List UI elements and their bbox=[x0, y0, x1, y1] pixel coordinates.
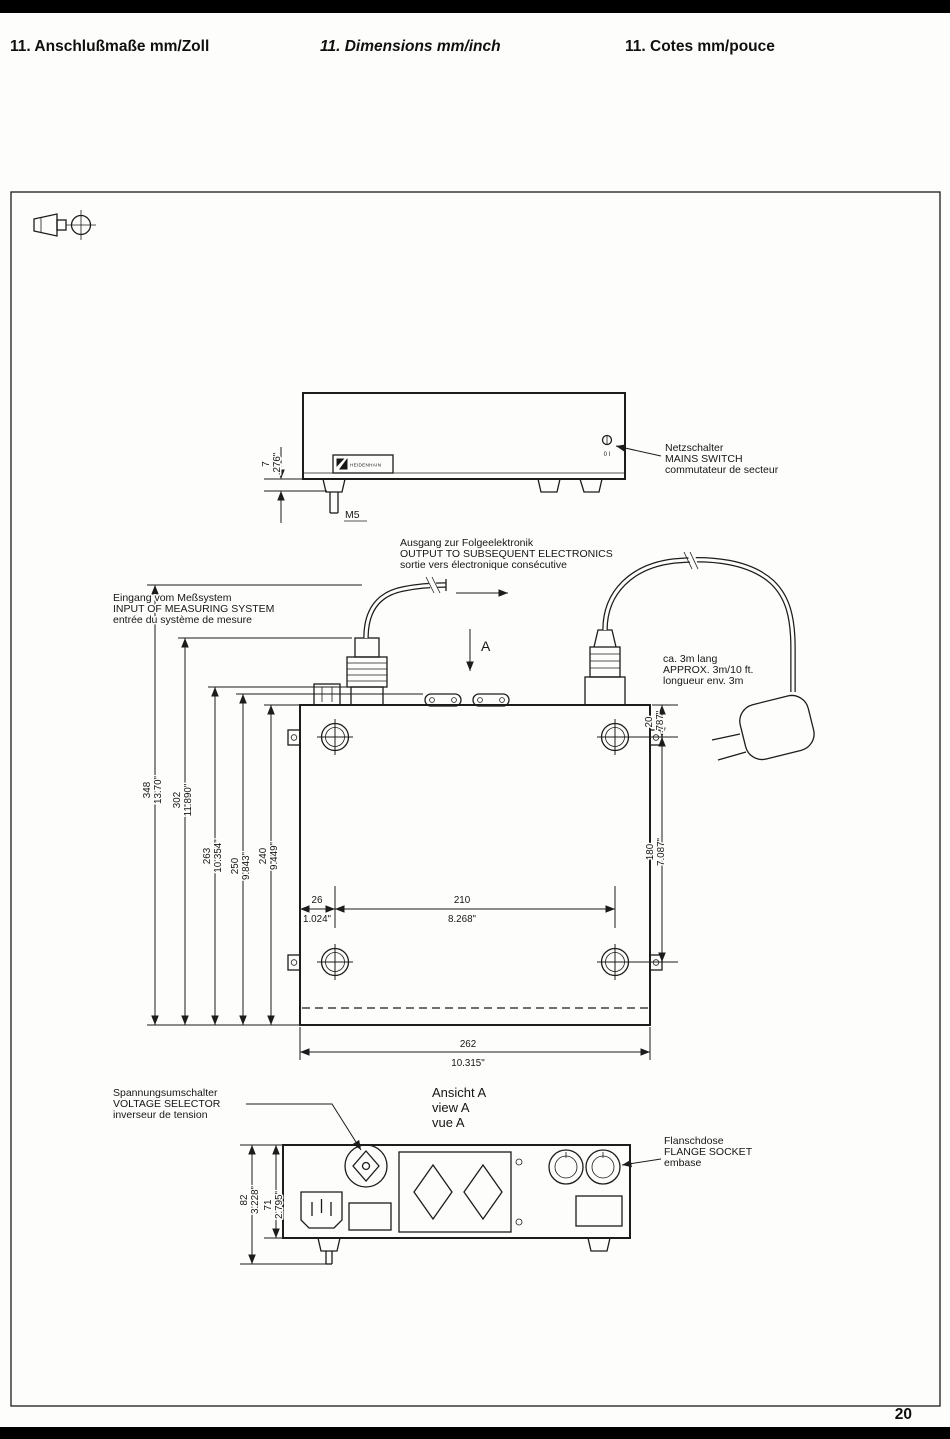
dim-71-mm: 71 bbox=[263, 1200, 274, 1211]
dim-302-mm: 302 bbox=[172, 792, 183, 808]
mains-switch-label-en: MAINS SWITCH bbox=[665, 453, 743, 465]
input-label-de: Eingang vom Meßsystem bbox=[113, 592, 232, 604]
mains-switch-label-fr: commutateur de secteur bbox=[665, 464, 779, 476]
output-label-de: Ausgang zur Folgeelektronik bbox=[400, 537, 534, 549]
dim-348-in: 13.70" bbox=[153, 775, 164, 804]
output-label-en: OUTPUT TO SUBSEQUENT ELECTRONICS bbox=[400, 548, 613, 560]
drawing-frame bbox=[10, 191, 941, 1407]
rear-view-drawing bbox=[240, 1103, 662, 1265]
cable-length-label-en: APPROX. 3m/10 ft. bbox=[663, 664, 753, 676]
view-a-title-fr: vue A bbox=[432, 1115, 465, 1130]
top-view-drawing bbox=[147, 549, 815, 1060]
fuse-holder bbox=[348, 1202, 392, 1231]
input-cable bbox=[363, 574, 447, 639]
dim-82-mm: 82 bbox=[239, 1195, 250, 1206]
input-label-en: INPUT OF MEASURING SYSTEM bbox=[113, 603, 274, 615]
mains-switch-leader bbox=[615, 444, 662, 457]
mains-switch-label-de: Netzschalter bbox=[665, 442, 724, 454]
dim-250-in: 9.843" bbox=[241, 851, 252, 880]
m5-stud bbox=[329, 492, 367, 522]
mounting-hole bbox=[597, 719, 633, 755]
dim-210-in: 8.268" bbox=[448, 914, 477, 925]
flange-socket-label-de: Flanschdose bbox=[664, 1135, 724, 1147]
page-number: 20 bbox=[894, 1406, 912, 1423]
output-label-fr: sortie vers électronique consécutive bbox=[400, 559, 567, 571]
dim-26-mm: 26 bbox=[312, 895, 323, 906]
voltage-selector-leader bbox=[246, 1103, 362, 1151]
dim-348-mm: 348 bbox=[142, 781, 153, 798]
mains-plug bbox=[711, 694, 815, 761]
clamp-symbol-icon bbox=[33, 210, 96, 240]
dim-26-in: 1.024" bbox=[303, 914, 332, 925]
cable-length-label-fr: longueur env. 3m bbox=[663, 675, 744, 687]
mounting-hole bbox=[597, 944, 633, 980]
view-a-title-de: Ansicht A bbox=[432, 1085, 487, 1100]
dimension-lines-bottom bbox=[299, 1027, 651, 1060]
flange-socket-label-fr: embase bbox=[664, 1157, 702, 1169]
voltage-selector-label-fr: inverseur de tension bbox=[113, 1109, 208, 1121]
dim-240-mm: 240 bbox=[258, 847, 269, 864]
dim-71-in: 2.795" bbox=[274, 1190, 285, 1219]
heidenhain-logo-text: HEIDENHAIN bbox=[350, 463, 381, 468]
rating-plate bbox=[575, 1195, 623, 1227]
side-lug bbox=[287, 729, 663, 971]
dimension-7 bbox=[264, 447, 327, 523]
dim-20-in: .787" bbox=[655, 710, 666, 733]
dim-250-mm: 250 bbox=[230, 857, 241, 874]
scan-edge-top bbox=[0, 0, 950, 13]
dim-302-in: 11.890" bbox=[183, 783, 194, 816]
dimension-lines-rear bbox=[240, 1144, 330, 1265]
connector-panel bbox=[398, 1151, 523, 1233]
section-title-en: 11. Dimensions mm/inch bbox=[320, 38, 501, 55]
dim-240-in: 9.449" bbox=[269, 841, 280, 870]
dim-262-mm: 262 bbox=[460, 1039, 476, 1050]
dimension-lines-left bbox=[147, 584, 423, 1026]
switch-marks: 0 I bbox=[604, 452, 611, 458]
mains-cable bbox=[602, 549, 796, 692]
voltage-selector-dial bbox=[344, 1144, 388, 1188]
dim-263-in: 10.354" bbox=[213, 839, 224, 873]
flange-socket-label-en: FLANGE SOCKET bbox=[664, 1146, 753, 1158]
dimension-lines-inner bbox=[300, 886, 616, 928]
output-connector bbox=[584, 629, 626, 706]
flange-socket bbox=[548, 1149, 621, 1185]
voltage-selector-label-en: VOLTAGE SELECTOR bbox=[113, 1098, 221, 1110]
power-inlet bbox=[300, 1191, 343, 1229]
view-a-marker: A bbox=[481, 638, 491, 654]
dim-262-in: 10.315" bbox=[451, 1058, 485, 1069]
dim-7-mm: 7 bbox=[261, 461, 272, 466]
dim-180-mm: 180 bbox=[645, 843, 656, 860]
dim-82-in: 3.228" bbox=[250, 1185, 261, 1214]
voltage-selector-label-de: Spannungsumschalter bbox=[113, 1087, 218, 1099]
dim-180-in: 7.087" bbox=[656, 837, 667, 866]
input-label-fr: entrée du système de mesure bbox=[113, 614, 252, 626]
section-title-de: 11. Anschlußmaße mm/Zoll bbox=[10, 38, 210, 55]
dim-20-mm: 20 bbox=[644, 716, 655, 727]
input-connector bbox=[346, 637, 388, 706]
top-edge-socket bbox=[424, 693, 510, 707]
scan-edge-bottom bbox=[0, 1427, 950, 1439]
mounting-hole bbox=[317, 944, 353, 980]
mains-switch-icon bbox=[601, 434, 613, 446]
dim-7-in: .276" bbox=[272, 452, 283, 475]
view-a-title-en: view A bbox=[432, 1100, 470, 1115]
dimension-lines-right bbox=[631, 704, 678, 963]
front-view-drawing bbox=[264, 392, 662, 523]
m5-stud-rear bbox=[325, 1251, 333, 1265]
section-title-fr: 11. Cotes mm/pouce bbox=[625, 38, 775, 55]
cable-length-label-de: ca. 3m lang bbox=[663, 653, 717, 665]
flange-socket-leader bbox=[621, 1158, 662, 1168]
mounting-hole bbox=[317, 719, 353, 755]
dim-210-mm: 210 bbox=[454, 895, 471, 906]
dim-263-mm: 263 bbox=[202, 847, 213, 864]
m5-label: M5 bbox=[345, 509, 360, 521]
